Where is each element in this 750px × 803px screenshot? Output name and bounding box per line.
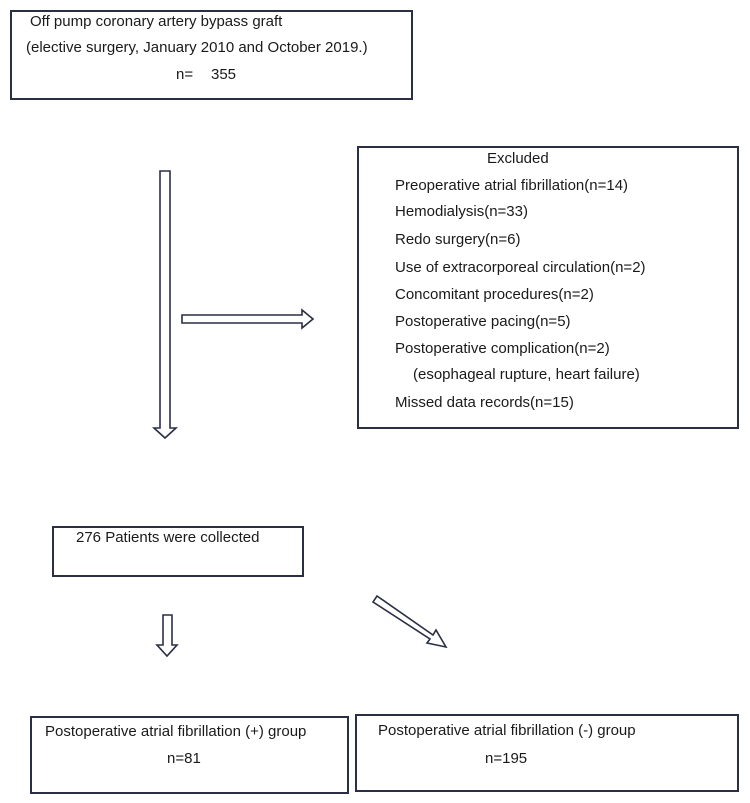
excluded-item: Hemodialysis(n=33) bbox=[395, 203, 528, 220]
collected-box: 276 Patients were collected bbox=[52, 526, 304, 577]
top-box-n-value: 355 bbox=[211, 66, 237, 83]
excluded-item: (esophageal rupture, heart failure) bbox=[413, 366, 640, 383]
diagonal-arrow-af-negative bbox=[371, 594, 448, 649]
excluded-box: Excluded Preoperative atrial fibrillatio… bbox=[357, 146, 739, 429]
top-box-n-label: n= bbox=[176, 66, 194, 83]
af-negative-title: Postoperative atrial fibrillation (-) gr… bbox=[378, 722, 636, 739]
top-box-line2: (elective surgery, January 2010 and Octo… bbox=[26, 39, 368, 56]
af-negative-n: n=195 bbox=[485, 750, 528, 767]
excluded-item: Use of extracorporeal circulation(n=2) bbox=[395, 259, 646, 276]
collected-text: 276 Patients were collected bbox=[76, 529, 260, 546]
excluded-item: Missed data records(n=15) bbox=[395, 394, 574, 411]
top-box-line1: Off pump coronary artery bypass graft bbox=[30, 13, 283, 30]
excluded-title: Excluded bbox=[487, 150, 549, 167]
af-positive-n: n=81 bbox=[167, 750, 201, 767]
top-box-opcab: Off pump coronary artery bypass graft (e… bbox=[10, 10, 413, 100]
af-negative-group-box: Postoperative atrial fibrillation (-) gr… bbox=[355, 714, 739, 792]
excluded-item: Preoperative atrial fibrillation(n=14) bbox=[395, 177, 629, 194]
excluded-item: Redo surgery(n=6) bbox=[395, 231, 521, 248]
af-positive-title: Postoperative atrial fibrillation (+) gr… bbox=[45, 723, 307, 740]
excluded-item: Postoperative pacing(n=5) bbox=[395, 313, 571, 330]
down-arrow-af-positive bbox=[155, 614, 179, 658]
right-arrow-excluded bbox=[181, 308, 315, 330]
excluded-item: Concomitant procedures(n=2) bbox=[395, 286, 594, 303]
af-positive-group-box: Postoperative atrial fibrillation (+) gr… bbox=[30, 716, 349, 794]
excluded-item: Postoperative complication(n=2) bbox=[395, 340, 610, 357]
down-arrow-main bbox=[151, 170, 179, 440]
